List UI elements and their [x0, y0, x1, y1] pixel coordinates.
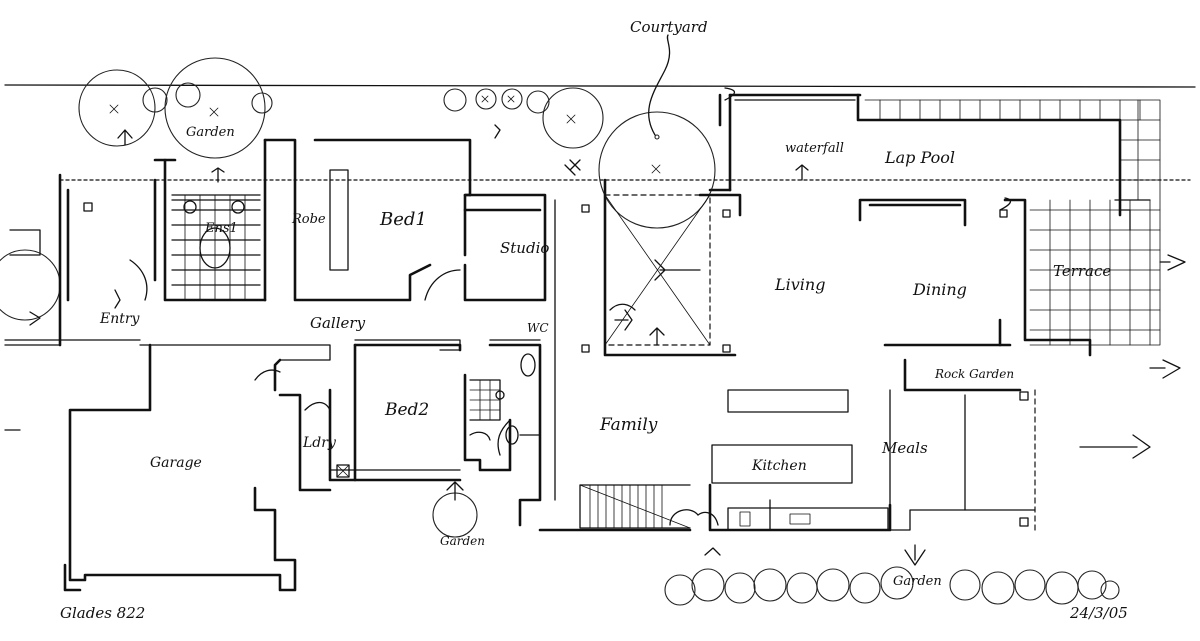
site-boundary — [4, 84, 1196, 436]
label-ldry: Ldry — [302, 435, 337, 451]
label-family: Family — [599, 415, 658, 435]
label-garden-bottom-right: Garden — [893, 574, 942, 589]
label-bed1: Bed1 — [379, 209, 427, 230]
label-entry: Entry — [99, 311, 141, 327]
label-meals: Meals — [881, 439, 928, 457]
pool-terrace-paving — [864, 99, 1161, 346]
label-waterfall: waterfall — [785, 141, 844, 156]
label-garden-top: Garden — [186, 125, 235, 140]
label-rock-garden: Rock Garden — [934, 367, 1014, 381]
label-dining: Dining — [912, 280, 967, 299]
walls-garage — [63, 343, 297, 592]
walls-wc — [463, 343, 542, 527]
label-garden-bottom-mid: Garden — [440, 534, 485, 548]
room-labels: Courtyard Garden Ens1 Robe Bed1 Studio w… — [60, 18, 1128, 622]
walls-bed2-ldry — [278, 343, 462, 492]
label-terrace: Terrace — [1053, 262, 1111, 280]
label-living: Living — [774, 275, 825, 294]
direction-arrows — [29, 124, 1186, 566]
walls-north-wing — [9, 138, 547, 347]
label-studio: Studio — [500, 239, 549, 257]
garden-shrubs-bottom — [0, 249, 1120, 606]
label-garage: Garage — [150, 455, 202, 471]
walls-kitchen-wing — [538, 199, 1036, 532]
label-bed2: Bed2 — [384, 400, 429, 420]
label-robe: Robe — [291, 212, 326, 227]
project-label: Glades 822 — [60, 604, 145, 622]
label-kitchen: Kitchen — [751, 458, 807, 474]
label-lap-pool: Lap Pool — [884, 148, 955, 167]
label-gallery: Gallery — [310, 314, 366, 332]
date-label: 24/3/05 — [1069, 604, 1128, 622]
label-wc: WC — [527, 321, 549, 335]
title-label: Courtyard — [630, 18, 708, 36]
label-ens1: Ens1 — [204, 221, 238, 236]
walls-gallery — [4, 179, 1191, 361]
garden-trees-top — [78, 34, 716, 229]
